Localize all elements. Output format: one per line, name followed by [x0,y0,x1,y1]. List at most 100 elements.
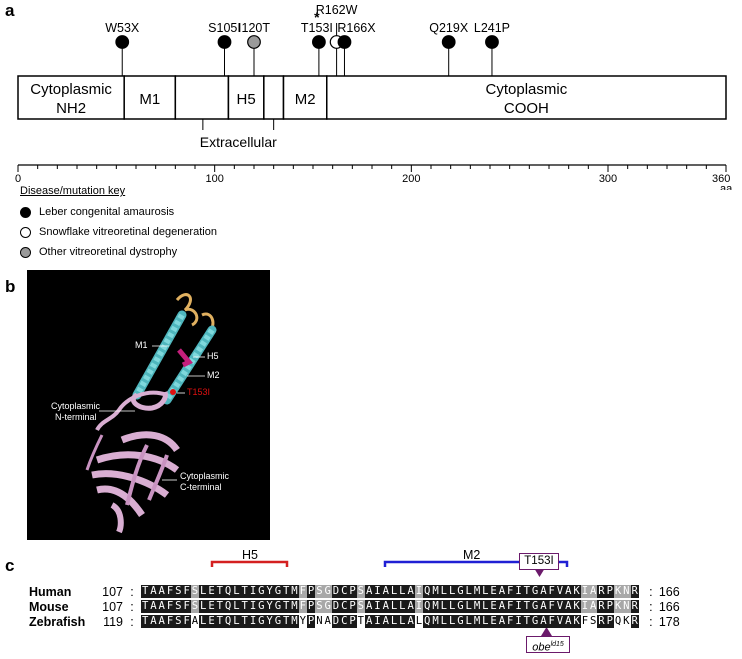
residue: S [356,585,366,598]
residue: I [514,600,523,613]
t153i-box: T153I [519,553,559,570]
residue: R [597,600,606,613]
residue: A [589,585,598,598]
residue: F [506,615,515,628]
asterisk-mark: * [314,9,320,25]
obe-superscript: ld15 [550,641,564,648]
residue: F [182,585,191,598]
residue: A [497,585,507,598]
residue: Q [613,615,623,628]
t153i-marker [170,389,176,395]
residue: G [323,585,332,598]
residue: A [157,600,166,613]
residue: L [232,600,241,613]
lollipop-head [337,35,352,49]
residue: G [323,600,332,613]
residue: T [356,615,366,628]
residue: Y [298,615,307,628]
residue: L [439,600,448,613]
h5-alignment-label: H5 [242,548,258,562]
residue: A [149,585,158,598]
start-number: 107 [102,599,123,614]
residue: A [157,585,166,598]
residue: T [282,600,291,613]
residue: L [464,585,473,598]
residue: A [539,585,548,598]
key-item-other: Other vitreoretinal dystrophy [20,242,217,262]
residue: P [306,615,316,628]
residue: Q [423,600,432,613]
residue: R [597,615,606,628]
residue: T [240,615,249,628]
lollipop-head [485,35,499,49]
residue: A [381,600,390,613]
n-term-label-1: Cytoplasmic [51,401,101,411]
key-item-snowflake: Snowflake vitreoretinal degeneration [20,222,217,242]
residue: I [414,585,424,598]
axis-tick-label: 360 [712,173,730,185]
residue: S [174,600,183,613]
residue: G [456,600,465,613]
colon: : [649,584,653,599]
c-term-label-1: Cytoplasmic [180,471,230,481]
residue: M [431,615,440,628]
end-number: 178 [658,614,680,629]
residue: M [472,585,482,598]
residue: V [555,585,565,598]
h5-label: H5 [207,351,219,361]
residue: I [373,615,382,628]
residue: K [613,585,623,598]
residue: G [257,585,266,598]
axis-tick-label: 200 [402,173,420,185]
residue: F [298,600,307,613]
domain-label: M2 [295,91,316,108]
residue: P [306,600,316,613]
residue: A [381,585,390,598]
obe-label: obe [532,641,551,654]
colon: : [130,584,134,599]
residue: A [564,585,573,598]
colon: : [130,599,134,614]
residue: M [472,600,482,613]
residue: L [414,615,424,628]
residue: I [248,585,258,598]
residue: L [447,615,457,628]
residue: L [464,615,473,628]
residue: I [580,585,590,598]
extracellular-label: Extracellular [200,134,277,150]
key-label-snowflake: Snowflake vitreoretinal degeneration [39,226,217,238]
residue: Y [265,585,274,598]
domain-box [263,75,285,120]
residue: I [514,615,523,628]
species-name: Zebrafish [29,614,86,629]
mutation-label: R162W [316,3,358,17]
c-term-label-2: C-terminal [180,482,222,492]
residue: K [572,585,581,598]
end-number: 166 [658,584,680,599]
residue: N [622,585,631,598]
obe-box: obeld15 [526,636,570,654]
residue: A [589,600,598,613]
residue: E [207,615,216,628]
residue: L [398,585,407,598]
residue: L [481,600,490,613]
residue: Y [265,615,274,628]
start-number: 107 [102,584,123,599]
mutation-label: I120T [238,21,270,35]
residue: L [389,615,399,628]
channel-ribbon-structure [85,293,217,534]
residue: A [539,600,548,613]
domain-box [326,75,727,120]
residue: C [340,615,349,628]
domain-label: Cytoplasmic [30,81,112,98]
residue: F [165,600,175,613]
residue: I [248,615,258,628]
residue: R [630,600,639,613]
